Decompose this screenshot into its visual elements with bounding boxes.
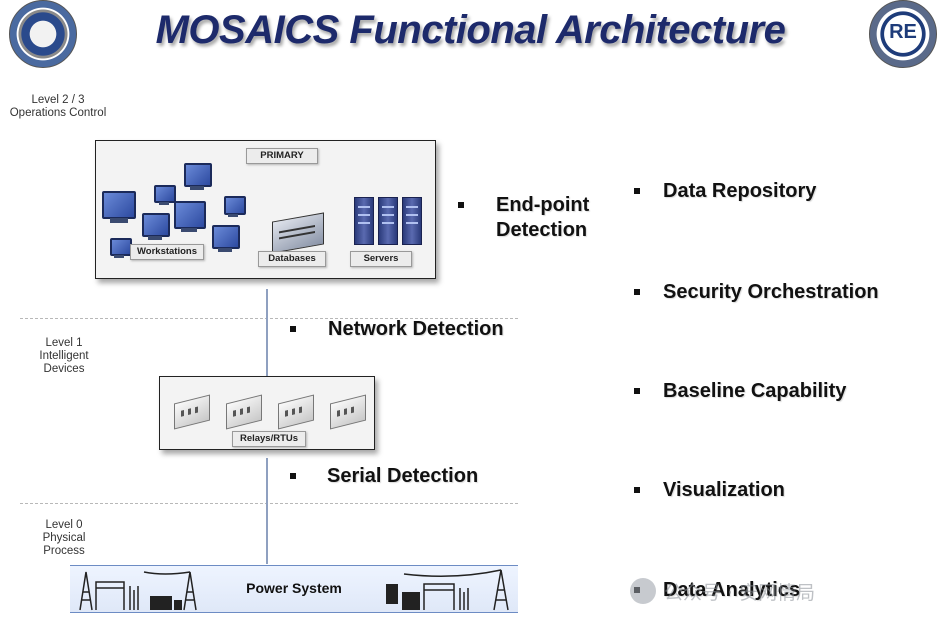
level-label-line: Operations Control	[9, 107, 107, 119]
relays-rtus-label: Relays/RTUs	[232, 431, 306, 447]
relay-icon	[226, 394, 262, 430]
substation-right-icon	[386, 569, 509, 611]
endpoint-detection-item: End-point Detection	[458, 193, 589, 243]
capability-item: Security Orchestration	[634, 280, 879, 305]
relays-rtus-box: Relays/RTUs	[159, 376, 375, 450]
connector-line	[266, 289, 268, 376]
workstations-label: Workstations	[130, 244, 204, 260]
capability-text: Data Repository	[663, 180, 817, 202]
connector-line	[266, 458, 268, 564]
level-0-label: Level 0 Physical Process	[14, 519, 114, 558]
bullet-icon	[634, 289, 640, 295]
substation-left-icon	[79, 571, 197, 611]
server-icon	[354, 197, 374, 245]
servers-label: Servers	[350, 251, 412, 267]
bullet-icon	[458, 202, 464, 208]
primary-control-box: PRIMARY Workstations Databases Servers	[95, 140, 436, 279]
capability-text: Baseline Capability	[663, 380, 847, 402]
endpoint-detection-line: End-point	[496, 194, 590, 216]
serial-detection-item: Serial Detection	[290, 464, 478, 489]
watermark-text: 公众号 · 安网情局	[664, 581, 816, 604]
capability-item: Data Repository	[634, 179, 816, 204]
level-label-line: Physical	[42, 532, 86, 544]
page-title: MOSAICS Functional Architecture	[155, 8, 786, 52]
relay-icon	[278, 394, 314, 430]
endpoint-detection-line: Detection	[496, 219, 588, 241]
level-separator	[20, 318, 518, 319]
capability-text: Visualization	[663, 479, 785, 501]
level-label-line: Level 1	[45, 337, 83, 349]
server-icon	[378, 197, 398, 245]
serial-detection-text: Serial Detection	[327, 465, 479, 487]
bullet-icon	[634, 388, 640, 394]
power-system-label: Power System	[246, 580, 342, 596]
database-icon	[272, 212, 324, 254]
re-logo-icon: RE	[869, 0, 937, 68]
databases-label: Databases	[258, 251, 326, 267]
power-system-band: Power System	[70, 565, 518, 613]
relay-icon	[174, 394, 210, 430]
capability-item: Visualization	[634, 478, 785, 503]
network-detection-item: Network Detection	[290, 317, 504, 342]
capability-text: Security Orchestration	[663, 281, 879, 303]
bullet-icon	[290, 326, 296, 332]
capability-text: Data Analytics	[663, 579, 801, 601]
level-label-line: Intelligent	[39, 350, 89, 362]
endpoint-detection-text: End-point Detection	[496, 193, 589, 243]
level-label-line: Devices	[43, 363, 85, 375]
network-detection-text: Network Detection	[328, 318, 504, 340]
bullet-icon	[634, 188, 640, 194]
watermark: 公众号 · 安网情局	[630, 574, 920, 608]
bullet-icon	[290, 473, 296, 479]
level-separator	[20, 503, 518, 504]
level-label-line: Process	[43, 545, 85, 557]
bullet-icon	[634, 487, 640, 493]
server-icon	[402, 197, 422, 245]
level-2-3-label: Level 2 / 3 Operations Control	[4, 94, 112, 120]
relay-icon	[330, 394, 366, 430]
level-label-line: Level 0	[45, 519, 83, 531]
primary-header: PRIMARY	[246, 148, 318, 164]
level-1-label: Level 1 Intelligent Devices	[14, 337, 114, 376]
level-label-line: Level 2 / 3	[31, 94, 85, 106]
capability-item: Baseline Capability	[634, 379, 846, 404]
department-of-defense-seal-icon	[9, 0, 77, 68]
wechat-icon	[630, 578, 656, 604]
